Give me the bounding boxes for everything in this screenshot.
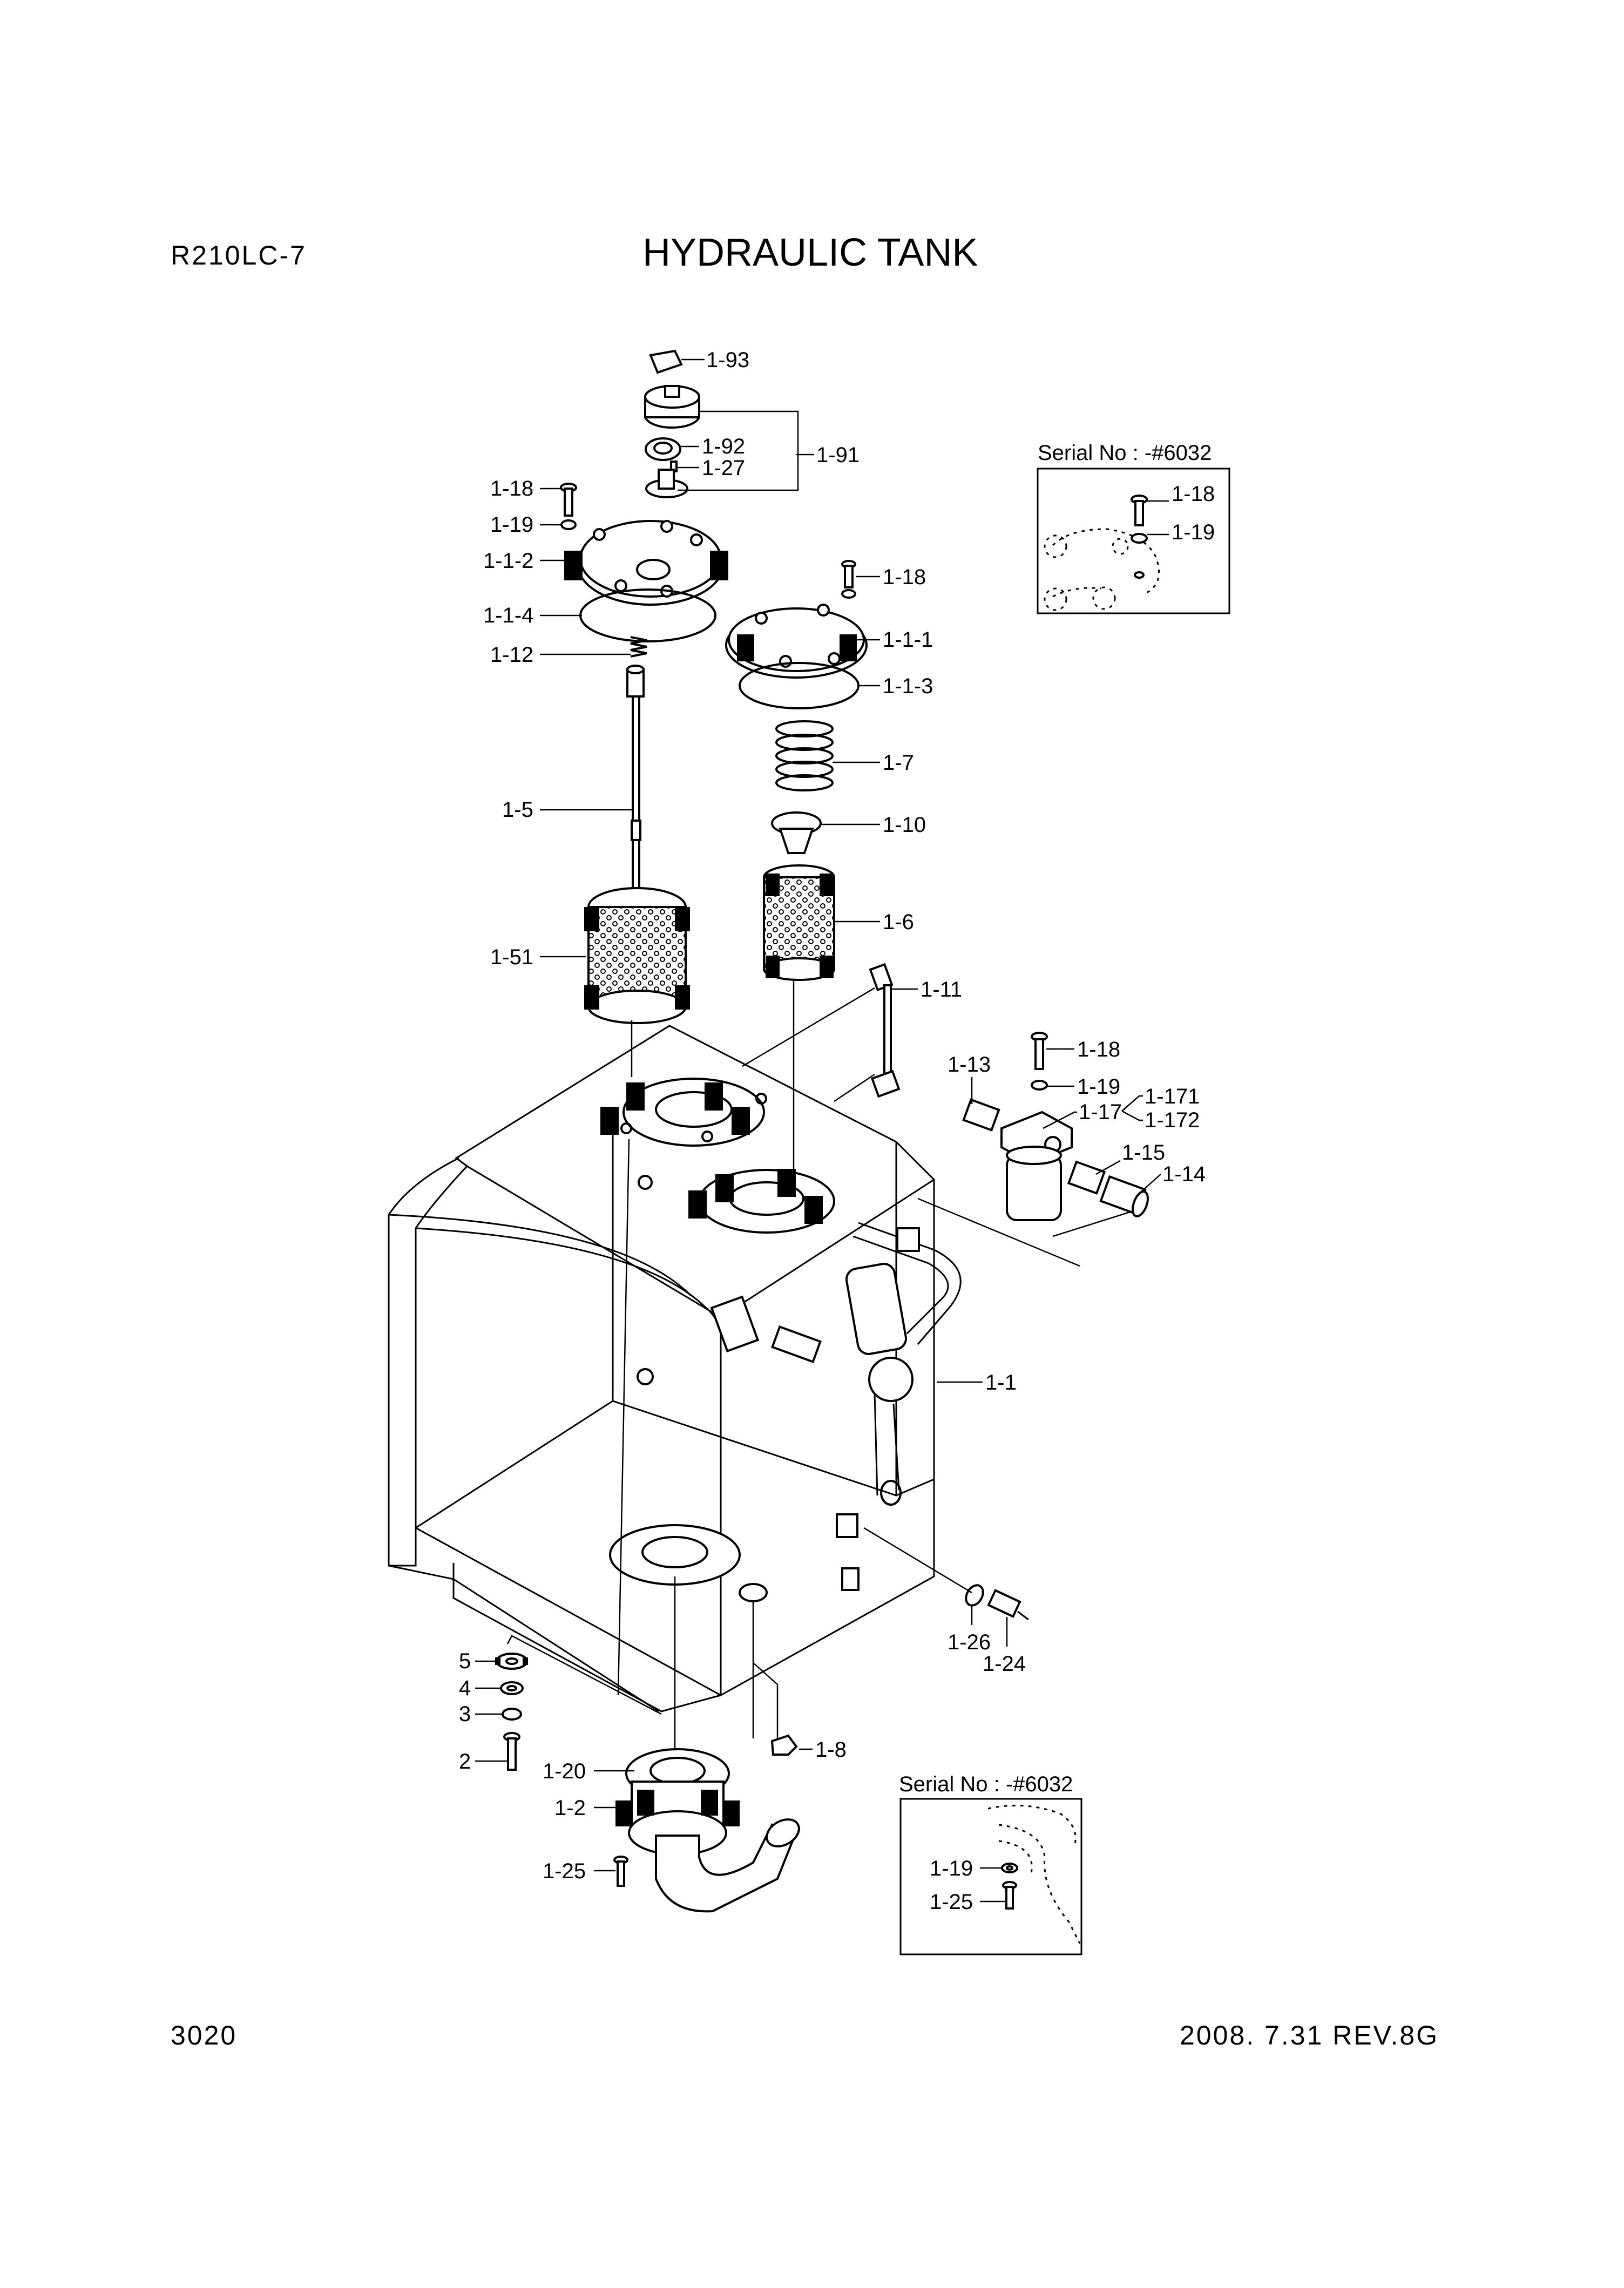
label-1-26: 1-26 <box>948 1630 991 1654</box>
label-1-51: 1-51 <box>490 945 533 969</box>
model-number: R210LC-7 <box>171 240 307 270</box>
part-labels: 1-93 1-92 1-27 1-91 1-18 1-19 1-1-2 1-1-… <box>459 348 1215 1914</box>
tank-fittings <box>609 1222 962 1602</box>
label-1-12: 1-12 <box>490 643 533 667</box>
label-1-1-3: 1-1-3 <box>883 674 933 698</box>
label-1-2: 1-2 <box>554 1796 586 1820</box>
label-1-14: 1-14 <box>1162 1162 1206 1186</box>
label-1-1-1: 1-1-1 <box>883 628 933 652</box>
inset-bottom-label-1-25: 1-25 <box>930 1890 973 1914</box>
label-1-6: 1-6 <box>883 910 914 934</box>
inset-top-label-1-19: 1-19 <box>1172 520 1215 544</box>
label-1-13: 1-13 <box>948 1053 991 1077</box>
cap-assembly <box>644 349 700 498</box>
inset-bottom-label-1-19: 1-19 <box>930 1857 973 1880</box>
leader-lines <box>475 358 1161 1872</box>
level-gauge <box>869 963 901 1098</box>
label-1-1: 1-1 <box>985 1371 1017 1395</box>
label-1-24: 1-24 <box>983 1652 1026 1676</box>
label-1-91: 1-91 <box>816 443 860 467</box>
revision-date: 2008. 7.31 REV.8G <box>1180 2020 1439 2050</box>
drain-plug-and-sensor <box>770 1584 1029 1756</box>
label-1-20: 1-20 <box>543 1759 586 1783</box>
label-1-93: 1-93 <box>706 348 749 372</box>
label-1-10: 1-10 <box>883 813 926 837</box>
label-1-15: 1-15 <box>1122 1141 1165 1165</box>
label-1-7: 1-7 <box>883 751 914 775</box>
inset-bottom-serial: Serial No : -#6032 <box>899 1772 1073 1796</box>
inset-bottom <box>899 1798 1082 1955</box>
label-1-19: 1-19 <box>1077 1075 1120 1099</box>
tank-body <box>388 1025 936 1712</box>
label-1-171: 1-171 <box>1145 1085 1200 1108</box>
mounting-hardware <box>495 1653 528 1771</box>
label-1-18: 1-18 <box>883 565 926 589</box>
label-1-1-2: 1-1-2 <box>483 549 533 573</box>
right-cover <box>725 560 868 981</box>
label-1-18: 1-18 <box>490 477 533 500</box>
projection-lines <box>617 974 1148 1760</box>
page-number: 3020 <box>171 2020 238 2050</box>
inset-top-serial: Serial No : -#6032 <box>1038 441 1212 465</box>
left-cover <box>560 483 728 1024</box>
label-4: 4 <box>459 1676 471 1700</box>
label-1-18: 1-18 <box>1077 1038 1120 1061</box>
return-flange <box>638 1169 835 1234</box>
label-1-172: 1-172 <box>1145 1108 1200 1132</box>
label-1-8: 1-8 <box>815 1738 847 1762</box>
page-title: HYDRAULIC TANK <box>642 231 978 274</box>
suction-flange <box>600 1078 767 1147</box>
label-1-11: 1-11 <box>921 978 962 1001</box>
label-1-25: 1-25 <box>543 1859 586 1883</box>
label-1-17: 1-17 <box>1079 1100 1122 1124</box>
label-1-92: 1-92 <box>702 435 745 458</box>
label-3: 3 <box>459 1702 471 1726</box>
pilot-filter <box>962 1032 1149 1221</box>
label-1-19: 1-19 <box>490 513 533 537</box>
label-2: 2 <box>459 1750 471 1773</box>
label-1-5: 1-5 <box>502 798 533 822</box>
inset-top-label-1-18: 1-18 <box>1172 482 1215 506</box>
inset-top <box>1037 468 1230 614</box>
label-1-1-4: 1-1-4 <box>483 604 533 627</box>
suction-pipe <box>613 1748 800 1913</box>
label-5: 5 <box>459 1649 471 1673</box>
label-1-27: 1-27 <box>702 456 745 480</box>
